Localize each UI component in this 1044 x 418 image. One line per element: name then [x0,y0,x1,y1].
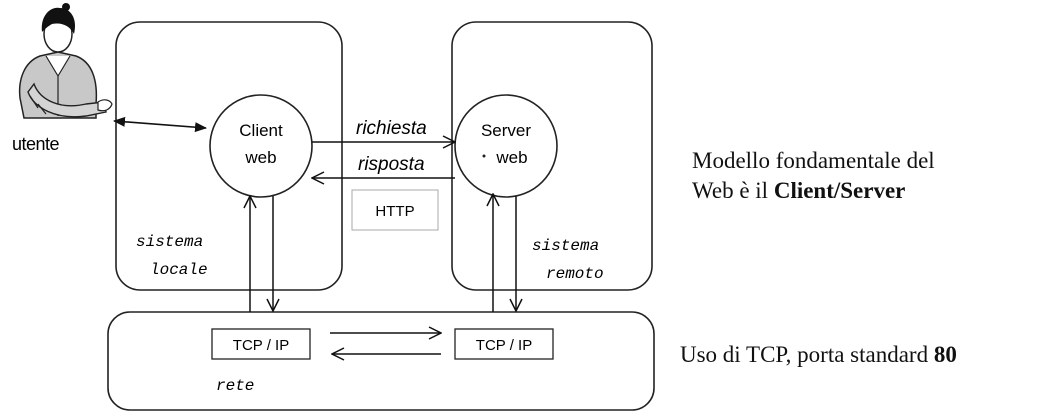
model-note: Modello fondamentale del Web è il Client… [692,146,935,206]
model-note-line2-prefix: Web è il [692,178,774,203]
client-node [209,94,313,198]
user-client-arrow [113,116,207,133]
remote-system-label-line2: remoto [546,265,604,283]
server-label-line2: web [495,148,527,167]
request-label: richiesta [356,118,427,139]
client-label-line2: web [244,148,276,167]
tcp-ip-label-right: TCP / IP [476,337,532,354]
client-label-line1: Client [239,121,283,140]
tcp-note-bold: 80 [933,342,957,367]
tcp-note: Uso di TCP, porta standard 80 [680,340,957,370]
local-system-box [115,21,343,291]
http-label: HTTP [375,203,414,220]
response-label: risposta [358,154,425,175]
tcp-ip-label-left: TCP / IP [233,337,289,354]
remote-system-box [451,21,653,291]
tcp-ip-box-right [454,328,554,360]
tcp-note-prefix: Uso di TCP, porta standard [680,342,934,367]
server-label-line1: Server [481,121,531,140]
network-box [107,311,655,411]
tcp-ip-box-left [211,328,311,360]
user-icon [18,3,113,119]
model-note-bold: Client/Server [773,178,906,203]
network-label: rete [216,377,254,395]
local-system-label-line1: sistema [136,233,203,251]
local-system-label-line2: locale [150,261,208,279]
model-note-line2: Web è il Client/Server [692,176,935,206]
server-dot [482,154,486,158]
remote-system-label-line1: sistema [532,237,599,255]
http-box [351,189,439,231]
user-label: utente [12,134,60,154]
server-node [454,94,558,198]
model-note-line1: Modello fondamentale del [692,148,935,173]
